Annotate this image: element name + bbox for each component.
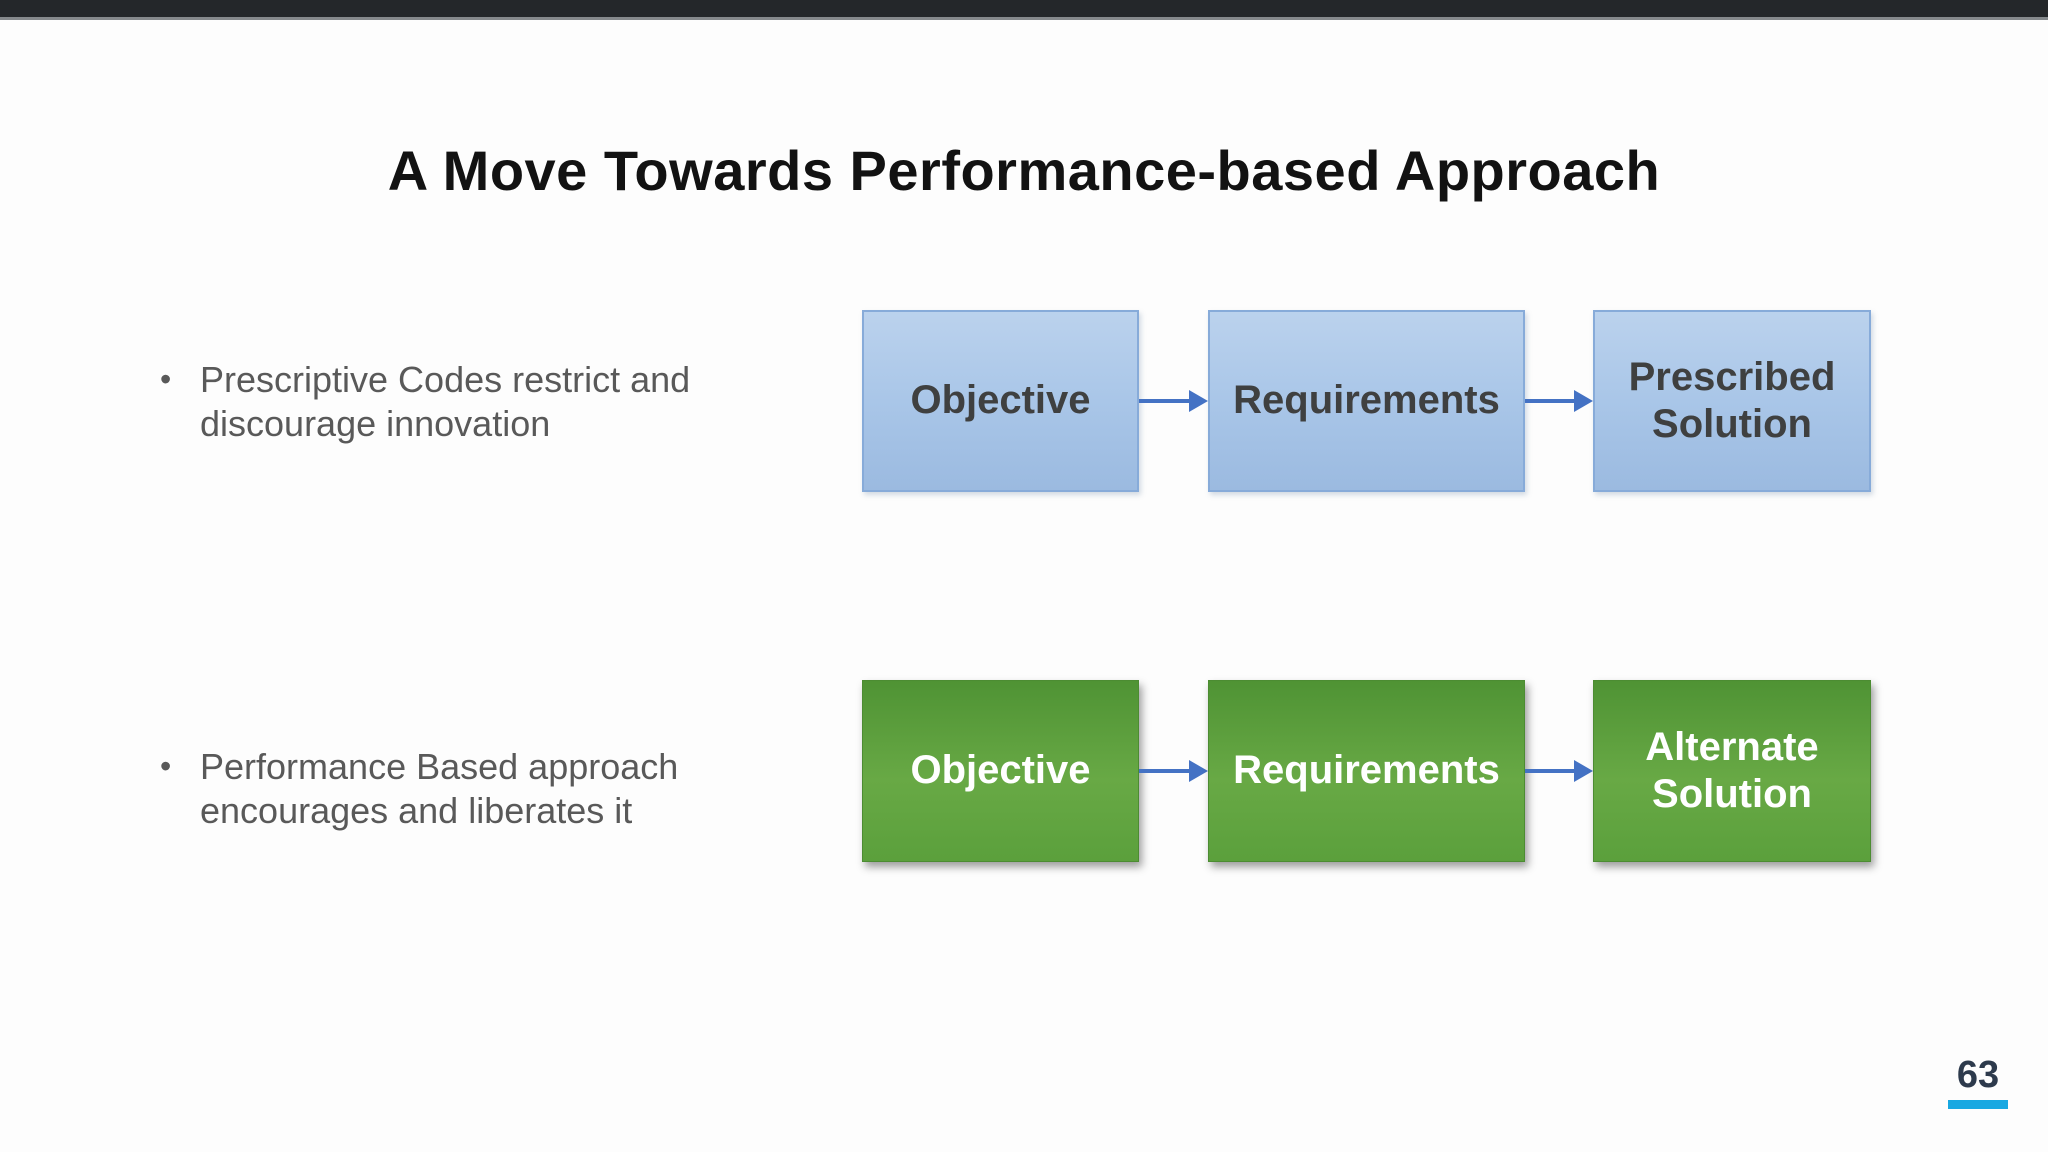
top-dark-bar	[0, 0, 2048, 20]
bullet-text: Performance Based approach encourages an…	[200, 746, 679, 831]
arrow-line	[1525, 399, 1574, 403]
flow-arrow-icon	[1139, 390, 1208, 412]
bullet-dot-icon: •	[160, 748, 172, 784]
page-number-underline	[1948, 1100, 2008, 1109]
flow-box-requirements-prescriptive: Requirements	[1208, 310, 1525, 492]
arrow-head	[1574, 390, 1593, 412]
bullet-text: Prescriptive Codes restrict and discoura…	[200, 359, 691, 444]
bullet-item-performance: • Performance Based approach encourages …	[160, 745, 740, 833]
flow-box-objective-performance: Objective	[862, 680, 1139, 862]
bullet-dot-icon: •	[160, 361, 172, 397]
slide-title: A Move Towards Performance-based Approac…	[387, 138, 1661, 202]
arrow-head	[1574, 760, 1593, 782]
flow-arrow-icon	[1525, 760, 1593, 782]
arrow-line	[1139, 769, 1189, 773]
flow-arrow-icon	[1139, 760, 1208, 782]
bullet-item-prescriptive: • Prescriptive Codes restrict and discou…	[160, 358, 740, 446]
arrow-head	[1189, 760, 1208, 782]
flow-box-objective-prescriptive: Objective	[862, 310, 1139, 492]
flow-box-requirements-performance: Requirements	[1208, 680, 1525, 862]
arrow-line	[1139, 399, 1189, 403]
arrow-head	[1189, 390, 1208, 412]
flow-box-prescribed-solution: Prescribed Solution	[1593, 310, 1871, 492]
flow-box-alternate-solution: Alternate Solution	[1593, 680, 1871, 862]
page-number: 63	[1956, 1054, 2000, 1096]
arrow-line	[1525, 769, 1574, 773]
flow-arrow-icon	[1525, 390, 1593, 412]
